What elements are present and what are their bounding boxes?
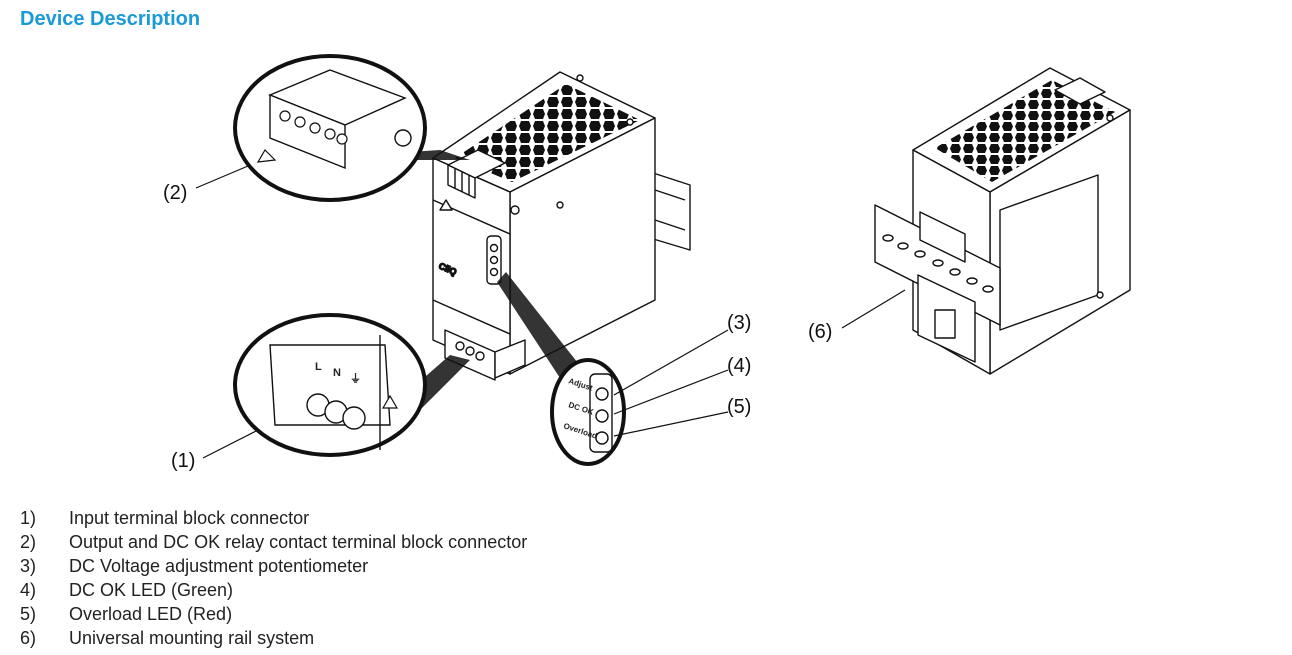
zoom-input-terminal: L N ⏚ [233, 313, 470, 457]
front-view-device: CliQ [432, 71, 691, 381]
zoom-output-terminal [233, 54, 470, 202]
legend-text: DC OK LED (Green) [69, 580, 234, 600]
legend-number: 1) [20, 508, 37, 528]
input-label-l: L [315, 361, 322, 373]
callout-5: (5) [727, 396, 751, 418]
legend-text: Input terminal block connector [69, 508, 310, 528]
legend-number: 3) [20, 556, 37, 576]
legend-number: 5) [20, 604, 37, 624]
callout-lines [195, 165, 906, 459]
legend-item: 6) Universal mounting rail system [20, 626, 527, 650]
input-label-pe: ⏚ [350, 372, 361, 385]
legend-item: 2) Output and DC OK relay contact termina… [20, 530, 527, 554]
legend-number: 4) [20, 580, 37, 600]
callout-2: (2) [163, 182, 187, 204]
section-title: Device Description [20, 8, 201, 30]
zoom-led-panel: Adjust DC OK Overload [497, 272, 626, 466]
legend-item: 1) Input terminal block connector [20, 506, 527, 530]
legend-item: 4) DC OK LED (Green) [20, 578, 527, 602]
legend-item: 5) Overload LED (Red) [20, 602, 527, 626]
legend-text: DC Voltage adjustment potentiometer [69, 556, 369, 576]
component-legend: 1) Input terminal block connector 2) Outpu… [20, 506, 527, 650]
legend-number: 6) [20, 628, 37, 648]
device-diagram: CliQ L [163, 54, 1131, 472]
legend-item: 3) DC Voltage adjustment potentiometer [20, 554, 527, 578]
front-face [432, 157, 511, 375]
legend-text: Output and DC OK relay contact terminal … [69, 532, 528, 552]
rear-view-device [874, 67, 1131, 375]
callout-1: (1) [171, 450, 195, 472]
callout-3: (3) [727, 312, 751, 334]
callout-6: (6) [808, 321, 832, 343]
device-illustration: CliQ L [163, 54, 1131, 472]
callout-4: (4) [727, 355, 751, 377]
legend-text: Universal mounting rail system [69, 628, 315, 648]
legend-text: Overload LED (Red) [69, 604, 233, 624]
input-label-n: N [333, 367, 341, 379]
legend-number: 2) [20, 532, 37, 552]
